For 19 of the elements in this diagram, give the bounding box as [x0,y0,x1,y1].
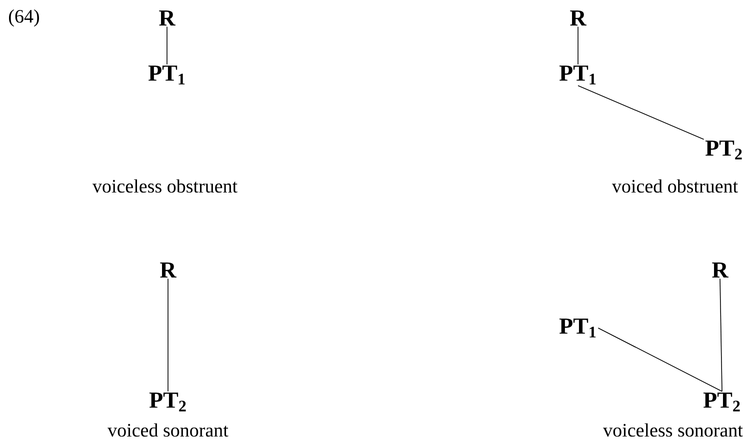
tree-node-label: PT$_{1}$ [559,318,596,338]
tree-node-label: R [160,262,176,278]
tree-node-label: R [159,10,176,26]
tree-node-label: R [570,10,587,26]
branch-line [166,26,168,65]
caption-text: voiced obstruent [612,179,738,193]
caption-text: voiced sonorant [108,423,228,437]
tree-node-label: PT$_{1}$ [148,66,185,84]
tree-node-label: PT$_{2}$ [703,392,740,412]
tree-node-label: PT$_{2}$ [149,392,186,412]
branch-line [720,278,722,392]
caption-text: voiceless obstruent [92,179,238,193]
tree-node-label: PT$_{1}$ [559,66,596,84]
branch-line [578,85,704,140]
branch-line [598,328,722,392]
tree-node-label: PT$_{2}$ [705,140,742,160]
caption-text: voiceless sonorant [603,423,743,437]
tree-node-label: R [712,262,729,278]
example-number: (64) [9,9,39,27]
